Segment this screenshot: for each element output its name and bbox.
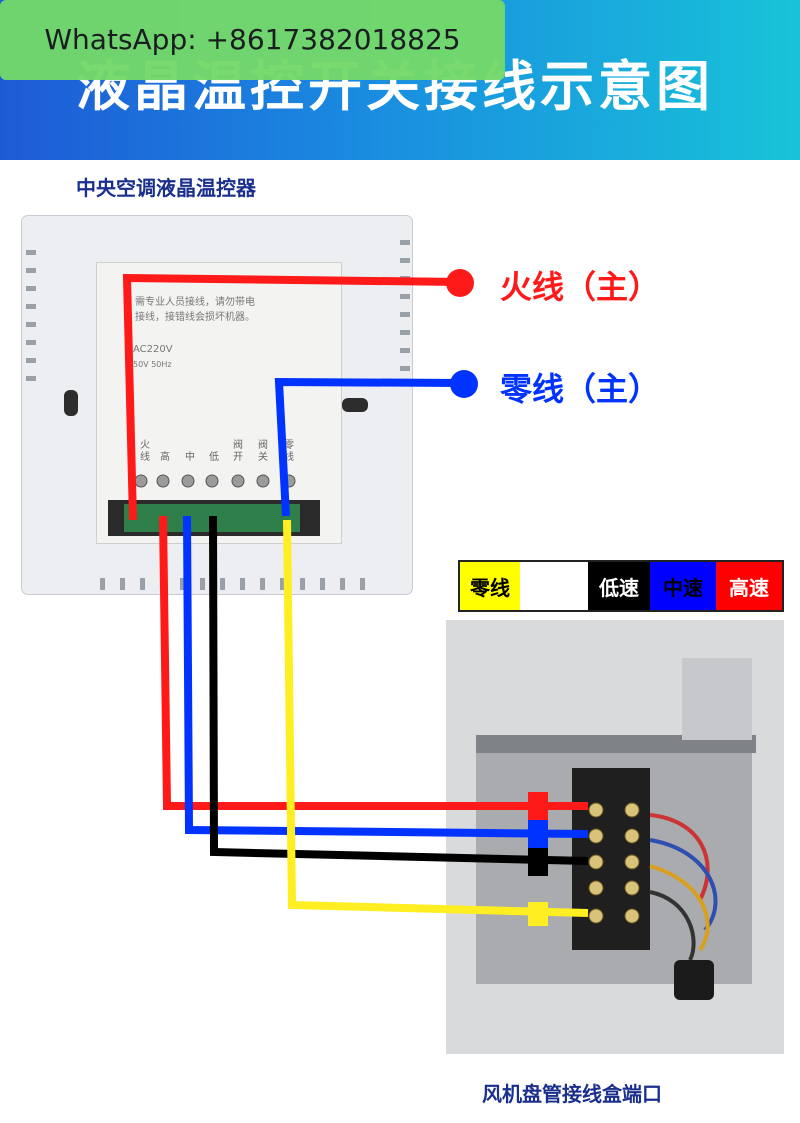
- mounting-slot-right: [342, 398, 368, 412]
- live-terminal-dot: [446, 269, 474, 297]
- legend-low-speed: 低速: [588, 562, 650, 610]
- neutral-main-label: 零线（主）: [500, 370, 661, 408]
- legend-neutral: 零线: [460, 562, 520, 610]
- neutral-fan-wire: [283, 519, 589, 917]
- legend-medium-speed: 中速: [650, 562, 716, 610]
- neutral-fan-sleeve: [528, 902, 548, 926]
- terminal-screws: [134, 474, 296, 488]
- legend-blank: [520, 562, 588, 610]
- warning-text: 需专业人员接线，请勿带电 接线，接错线会损坏机器。: [135, 295, 335, 325]
- terminal-label-live: 火线: [140, 440, 150, 463]
- mounting-slot-left: [64, 390, 78, 416]
- terminal-label-valve-open: 阀开: [233, 440, 243, 463]
- frequency-label: 50V 50Hz: [133, 360, 172, 369]
- medium-speed-wire: [183, 515, 589, 838]
- low-speed-sleeve: [528, 848, 548, 876]
- terminal-plate: [96, 262, 342, 544]
- legend-high-speed: 高速: [716, 562, 782, 610]
- live-main-label: 火线（主）: [500, 268, 661, 306]
- terminal-label-high: 高: [160, 452, 170, 463]
- fan-terminal-screws: [588, 802, 640, 924]
- junction-box-caption: 风机盘管接线盒端口: [482, 1082, 662, 1106]
- high-speed-sleeve: [528, 792, 548, 820]
- device-vents: [26, 240, 410, 590]
- low-speed-wire: [209, 515, 589, 865]
- thermostat-title: 中央空调液晶温控器: [76, 176, 256, 200]
- neutral-terminal-dot: [450, 370, 478, 398]
- whatsapp-watermark: WhatsApp: +8617382018825: [0, 0, 505, 80]
- live-main-wire: [122, 273, 461, 521]
- terminal-label-mid: 中: [185, 452, 195, 463]
- terminal-label-low: 低: [209, 452, 219, 463]
- terminal-label-valve-close: 阀关: [258, 440, 268, 463]
- cable-gland: [674, 960, 714, 1000]
- high-speed-wire: [159, 515, 588, 810]
- terminal-label-neutral: 零线: [284, 440, 294, 463]
- warning-line-2: 接线，接错线会损坏机器。: [135, 312, 255, 323]
- neutral-main-wire: [274, 377, 463, 517]
- medium-speed-sleeve: [528, 820, 548, 848]
- wire-color-legend: 零线 低速 中速 高速: [458, 560, 784, 612]
- warning-line-1: 需专业人员接线，请勿带电: [135, 297, 255, 308]
- voltage-label: AC220V: [133, 344, 173, 355]
- mount-bracket: [682, 658, 752, 740]
